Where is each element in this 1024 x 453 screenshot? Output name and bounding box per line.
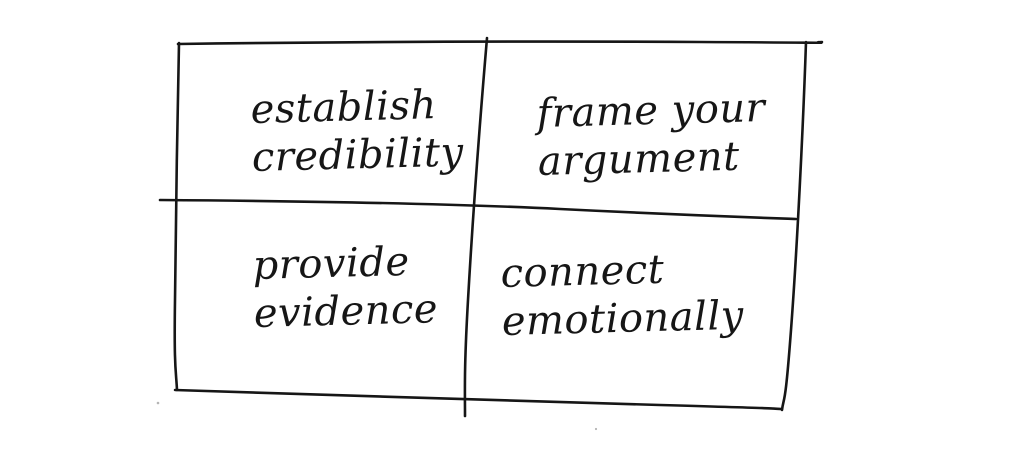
quadrant-text-line: connect <box>500 246 665 297</box>
grid-right-border <box>780 40 808 412</box>
grid-vertical-divider <box>463 36 489 418</box>
quadrant-top-right-label: frame your argument <box>536 84 767 186</box>
grid-bottom-border <box>173 388 784 411</box>
grid-horizontal-divider <box>158 198 798 221</box>
quadrant-text-line: establish <box>250 82 438 133</box>
grid-left-border <box>173 41 181 392</box>
quadrant-text-line: evidence <box>253 286 439 337</box>
quadrant-text-line: frame your <box>536 85 766 137</box>
quadrant-text-line: credibility <box>251 129 465 181</box>
paper-speck <box>594 427 598 431</box>
quadrant-bottom-right-label: connect emotionally <box>500 244 744 346</box>
quadrant-text-line: provide <box>252 238 411 289</box>
quadrant-top-left-label: establish credibility <box>250 80 464 182</box>
paper-speck <box>156 401 160 405</box>
quadrant-bottom-left-label: provide evidence <box>252 237 439 338</box>
grid-top-border <box>176 40 824 46</box>
quadrant-text-line: emotionally <box>501 292 745 345</box>
quadrant-text-line: argument <box>537 133 741 185</box>
